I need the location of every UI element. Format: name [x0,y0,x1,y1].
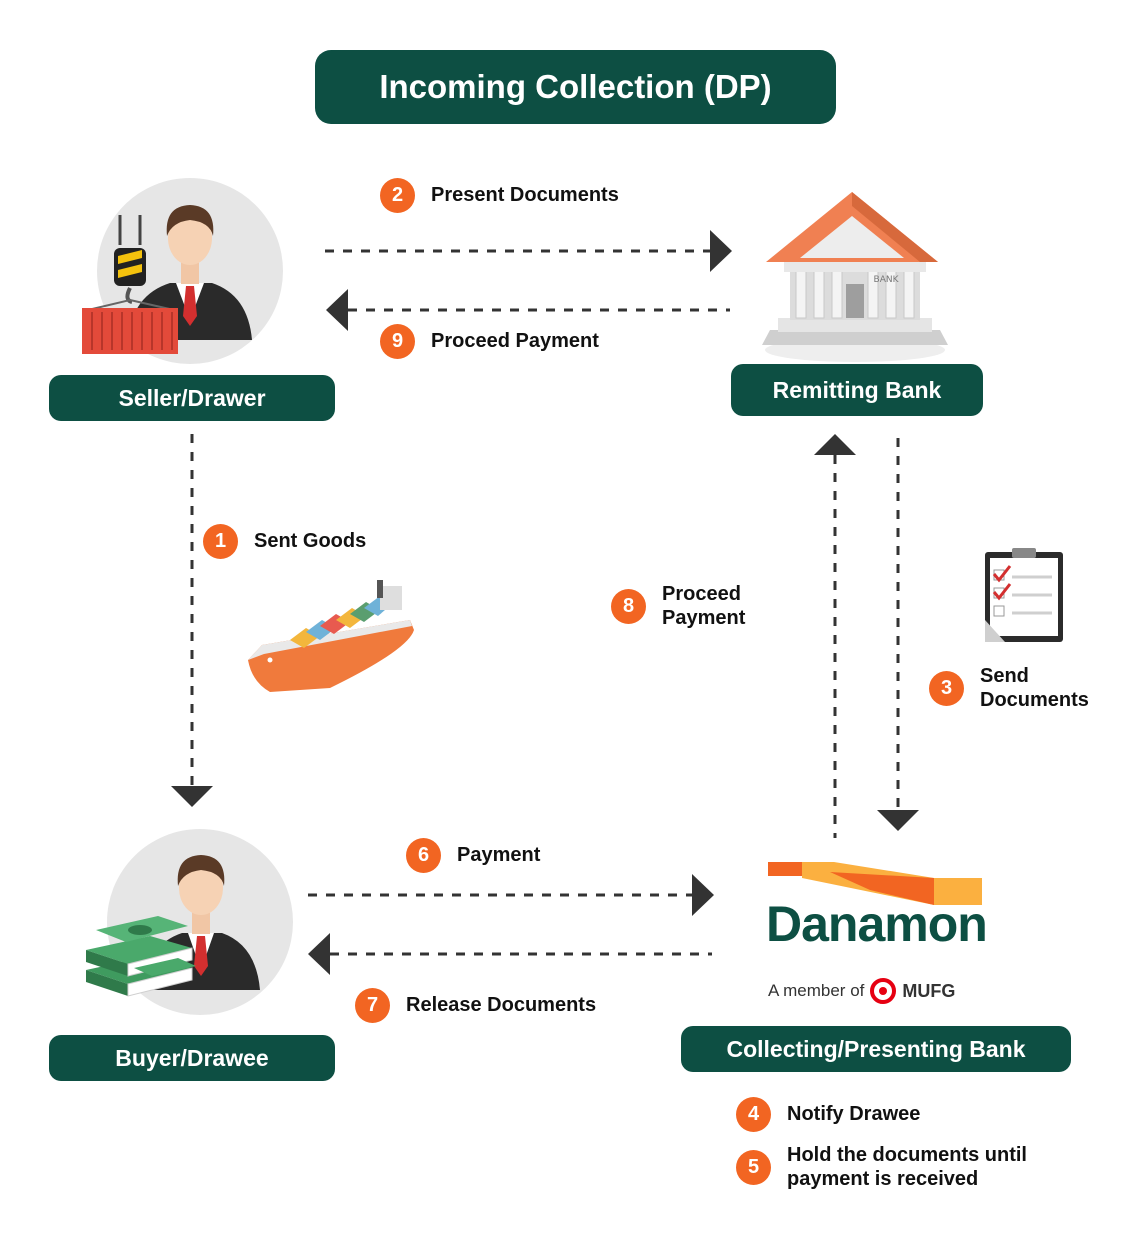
seller-illustration [82,178,283,364]
step-3: 3 Send Documents [929,664,1110,713]
step-2: 2 Present Documents [380,178,619,213]
arrow-proceed-payment-to-seller [326,289,730,331]
arrow-release-documents [308,933,712,975]
arrow-send-documents [877,438,919,831]
step-label: Proceed Payment [662,583,746,630]
step-badge: 8 [611,588,646,624]
buyer-label: Buyer/Drawee [49,1035,335,1081]
step-label: Proceed Payment [431,330,599,353]
mufg-logo-icon [870,978,897,1004]
bank-building-illustration: BANK [762,192,948,362]
step-label: Sent Goods [254,530,367,553]
cargo-ship-illustration [248,580,414,692]
step-label: Hold the documents until payment is rece… [787,1144,1027,1191]
step-badge: 7 [355,988,390,1023]
step-badge: 5 [736,1149,771,1185]
danamon-wordmark: Danamon [766,896,988,952]
bank-sign-text: BANK [874,275,900,285]
step-9: 9 Proceed Payment [380,324,599,359]
step-badge: 1 [203,524,238,559]
step-5: 5 Hold the documents until payment is re… [736,1143,1067,1192]
step-6: 6 Payment [406,838,540,873]
step-badge: 2 [380,178,415,213]
arrow-present-documents [325,230,732,272]
diagram-title: Incoming Collection (DP) [315,50,836,124]
step-label: Payment [457,844,541,867]
step-4: 4 Notify Drawee [736,1097,920,1132]
step-label: Release Documents [406,994,597,1017]
arrow-proceed-payment-to-remitting [814,434,856,838]
step-label: Send Documents [980,665,1089,712]
mufg-member-line: A member of MUFG [768,978,955,1004]
arrow-sent-goods [171,434,213,807]
step-badge: 4 [736,1097,771,1132]
step-badge: 6 [406,838,441,873]
step-7: 7 Release Documents [355,988,596,1023]
seller-label: Seller/Drawer [49,375,335,421]
member-of-text: A member of [768,981,865,1000]
buyer-illustration [86,829,293,1015]
collecting-bank-label: Collecting/Presenting Bank [681,1026,1071,1072]
step-badge: 9 [380,324,415,359]
step-8: 8 Proceed Payment [611,582,772,631]
step-label: Notify Drawee [787,1103,921,1126]
step-badge: 3 [929,670,964,706]
arrow-payment [308,874,714,916]
danamon-logo-mark [768,862,982,905]
step-label: Present Documents [431,184,619,207]
remitting-bank-label: Remitting Bank [731,364,983,416]
documents-illustration [985,548,1063,642]
mufg-text: MUFG [902,980,956,1001]
step-1: 1 Sent Goods [203,524,366,559]
